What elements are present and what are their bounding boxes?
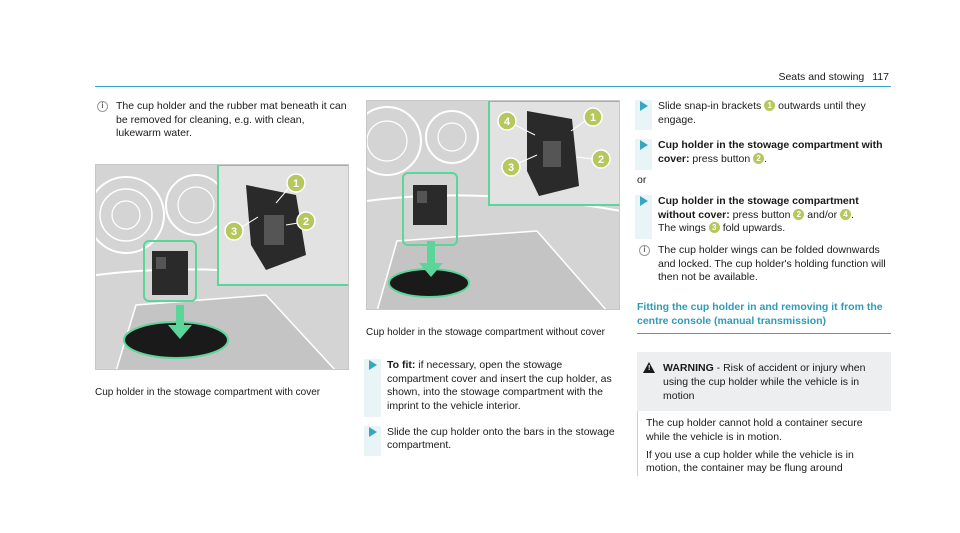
warning-label: WARNING	[663, 362, 714, 375]
step-arrow-icon	[640, 196, 648, 207]
step-slide-text: Slide the cup holder onto the bars in th…	[387, 425, 615, 452]
warning-header: ! WARNING - Risk of accident or injury w…	[637, 352, 891, 412]
step-wings-text-2: fold upwards.	[719, 222, 786, 235]
warning-paragraph-1: The cup holder cannot hold a container s…	[646, 417, 863, 443]
warning-body: The cup holder cannot hold a container s…	[637, 411, 891, 476]
or-text: or	[637, 173, 647, 186]
figure1-caption: Cup holder in the stowage compartment wi…	[95, 386, 321, 398]
step-slide-onto-bars: Slide the cup holder onto the bars in th…	[364, 425, 620, 457]
column-2: 4 1 3 2 Cup holder in the stowage compar…	[364, 100, 620, 465]
column-3: Slide snap-in brackets 1 outwards until …	[635, 100, 891, 480]
figure1-callout-1: 1	[293, 178, 299, 190]
info-icon: i	[639, 245, 650, 257]
callout-num-4: 4	[840, 208, 851, 220]
column-1: i The cup holder and the rubber mat bene…	[95, 100, 349, 399]
page-number: 117	[872, 71, 889, 83]
step-arrow-icon	[640, 140, 648, 151]
figure-cup-holder-with-cover: 1 2 3	[95, 163, 349, 370]
step-without-cover-lead: Cup holder in the stowage compartment wi…	[658, 195, 859, 221]
step-with-cover-text-1: press button	[689, 152, 754, 165]
figure1-callout-2: 2	[303, 216, 309, 228]
warning-paragraph-2: If you use a cup holder while the vehicl…	[646, 448, 854, 475]
info-icon: i	[97, 101, 108, 112]
section-title: Fitting the cup holder in and removing i…	[637, 301, 891, 335]
step-without-cover-text-2: and/or	[804, 208, 840, 221]
step-with-cover-lead: Cup holder in the stowage compartment wi…	[658, 139, 883, 165]
cleaning-note-text: The cup holder and the rubber mat beneat…	[116, 100, 347, 140]
step-to-fit-text: if necessary, open the stowage compartme…	[387, 359, 612, 412]
page-header: Seats and stowing 117	[95, 71, 891, 87]
figure2-callout-2: 2	[598, 154, 604, 166]
step-arrow-icon	[369, 426, 377, 437]
cleaning-note: i The cup holder and the rubber mat bene…	[95, 100, 349, 141]
warning-heading: - Risk of accident or injury when using …	[663, 362, 866, 402]
cup-holder-without-cover-illustration: 4 1 3 2	[367, 101, 619, 309]
step-wings-text-1: The wings	[658, 222, 709, 235]
callout-num-2: 2	[753, 152, 765, 164]
callout-num-3: 3	[708, 222, 720, 234]
step-without-cover-text-1: press button	[729, 208, 794, 221]
step-to-fit: To fit: if necessary, open the stowage c…	[364, 359, 620, 417]
header-text: Seats and stowing 117	[778, 71, 889, 85]
step-with-cover-text-2: .	[764, 152, 768, 165]
warning-box: ! WARNING - Risk of accident or injury w…	[637, 352, 891, 476]
figure1-callout-3: 3	[231, 226, 237, 238]
wings-note-text: The cup holder wings can be folded downw…	[658, 244, 886, 284]
figure2-callout-4: 4	[504, 116, 511, 128]
step-slide-brackets: Slide snap-in brackets 1 outwards until …	[635, 100, 891, 131]
step-to-fit-lead: To fit:	[387, 359, 416, 371]
figure2-callout-1: 1	[590, 112, 596, 124]
step-without-cover: Cup holder in the stowage compartment wi…	[635, 195, 891, 240]
header-title: Seats and stowing	[778, 71, 865, 83]
figure2-caption: Cup holder in the stowage compartment wi…	[366, 327, 606, 338]
step-brackets-text-1: Slide snap-in brackets	[658, 100, 765, 112]
callout-num-2: 2	[793, 208, 805, 220]
wings-note: i The cup holder wings can be folded dow…	[637, 244, 891, 285]
step-arrow-icon	[369, 360, 377, 370]
cup-holder-with-cover-illustration: 1 2 3	[96, 164, 348, 369]
step-arrow-icon	[640, 101, 648, 111]
step-with-cover: Cup holder in the stowage compartment wi…	[635, 139, 891, 170]
figure-cup-holder-without-cover: 4 1 3 2	[366, 100, 620, 310]
figure2-callout-3: 3	[508, 162, 514, 174]
step-brackets-text-2: outwards until they engage.	[658, 100, 866, 126]
callout-num-1: 1	[764, 100, 776, 111]
warning-triangle-icon: !	[643, 362, 655, 374]
step-without-cover-text-3: .	[851, 208, 854, 221]
